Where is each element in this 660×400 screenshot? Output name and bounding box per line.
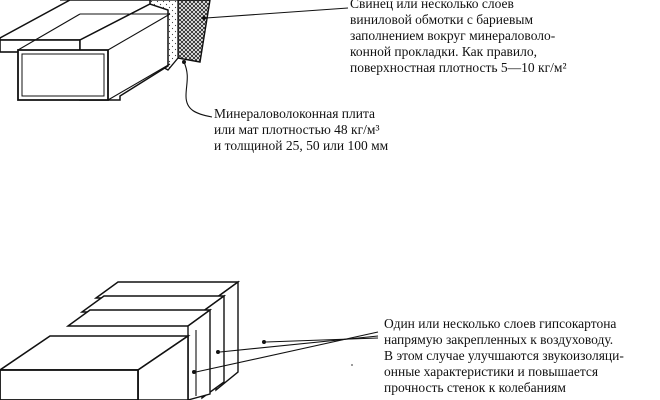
top-jacket-side <box>177 0 211 63</box>
top-duct-opening <box>17 49 109 101</box>
gypsum-board-label: Один или несколько слоев гипсокартона на… <box>384 316 624 395</box>
top-duct-opening-inner <box>21 53 105 97</box>
bottom-board-front-top <box>65 309 213 327</box>
scan-speck <box>351 364 353 366</box>
bottom-board-front-side <box>187 308 211 400</box>
middle-leader <box>182 60 213 118</box>
bottom-duct-front-face <box>0 369 139 400</box>
bottom-leaders <box>195 331 379 373</box>
top-leader <box>202 7 349 20</box>
top-duct-assembly <box>0 0 211 101</box>
lead-jacket-label: Свинец или несколько слоев виниловой обм… <box>350 0 567 75</box>
bottom-duct-assembly <box>0 280 266 400</box>
mineral-wool-label: Минераловолоконная плита или мат плотнос… <box>214 106 389 153</box>
